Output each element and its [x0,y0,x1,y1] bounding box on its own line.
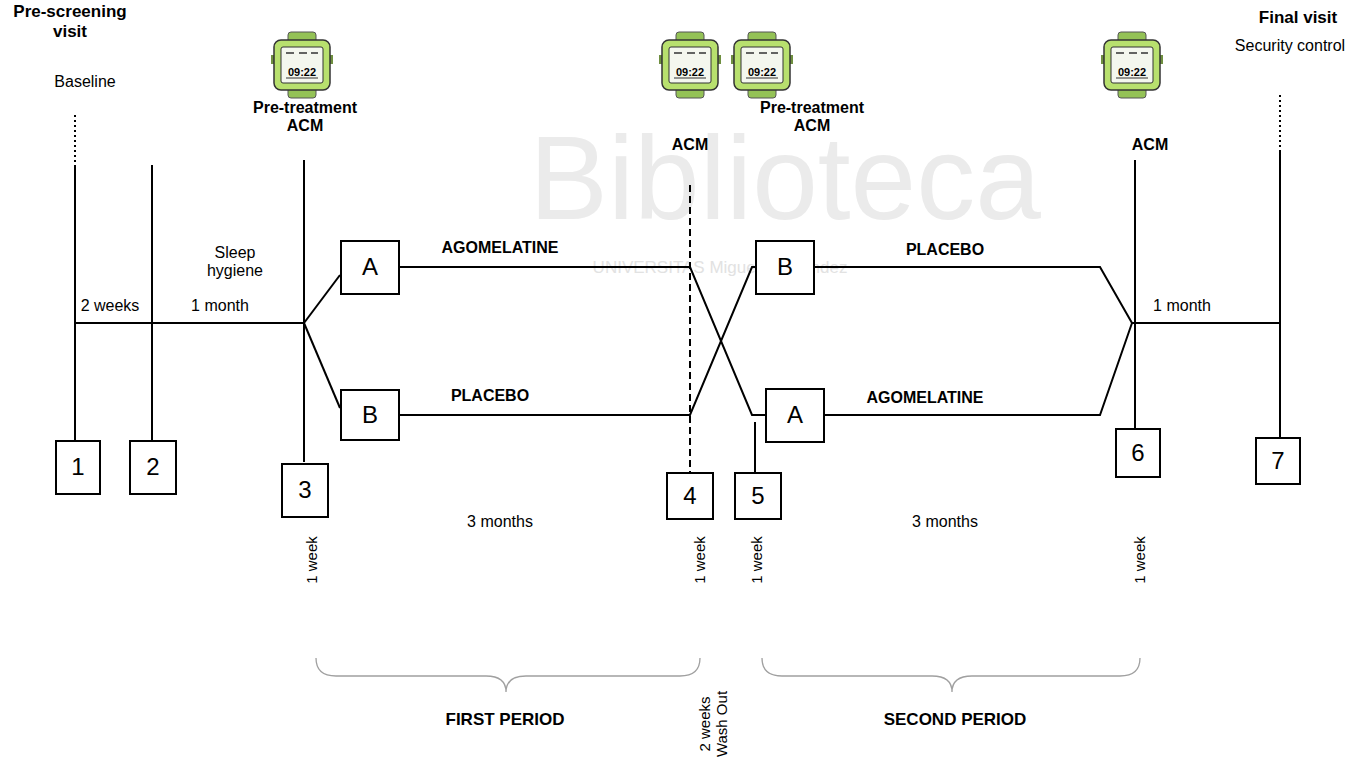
duration-label: 3 months [912,513,978,531]
visit-line [754,422,756,472]
visit-number: 7 [1255,437,1301,485]
visit-line [1279,95,1281,150]
treatment-box: A [340,240,400,295]
box-text: 5 [751,483,764,509]
visit-number: 3 [281,463,329,518]
box-text: B [362,402,378,428]
duration-label: 3 months [467,513,533,531]
watermark: Biblioteca [529,119,1041,237]
watch-display: 09:22 [676,66,704,79]
watch-display: 09:22 [1118,66,1146,79]
visit-subheading: Baseline [54,73,115,91]
treatment-line [815,267,1132,323]
visit-number: 6 [1115,428,1161,478]
visit-heading: Final visit [1259,8,1337,28]
box-text: A [787,402,803,428]
box-text: 6 [1131,440,1144,466]
box-text: B [777,254,793,280]
box-text: 2 [146,454,159,480]
timeline [75,322,304,324]
duration-label: 1 month [191,297,249,315]
visit-heading: Pre-screening visit [5,2,135,41]
visit-line [303,160,305,462]
measurement-label: ACM [1132,136,1168,154]
measurement-label: ACM [672,136,708,154]
watch-icon [271,32,333,98]
period-label: FIRST PERIOD [445,710,564,730]
watch-icon [1101,32,1163,98]
duration-label: 1 week [691,536,708,584]
visit-subheading: Security control [1235,37,1345,55]
box-text: 4 [683,483,696,509]
treatment-line [825,323,1132,415]
box-text: 1 [71,454,84,480]
measurement-label: Pre-treatment ACM [243,99,368,136]
visit-number: 2 [129,440,177,495]
phase-label: Sleep hygiene [195,244,275,281]
visit-number: 5 [734,472,782,520]
randomisation-branch [304,323,340,408]
period-brace [762,658,1140,692]
visit-number: 1 [55,440,101,495]
visit-number: 4 [666,472,714,520]
treatment-label: AGOMELATINE [866,389,983,407]
visit-line [74,165,76,440]
visit-line [1134,160,1136,428]
watch-display: 09:22 [288,66,316,79]
measurement-label: Pre-treatment ACM [750,99,875,136]
box-text: 7 [1271,448,1284,474]
visit-line [74,115,76,165]
period-label: SECOND PERIOD [884,710,1027,730]
duration-label: 1 week [303,536,320,584]
treatment-label: PLACEBO [448,387,532,405]
treatment-box: A [765,388,825,443]
visit-line [151,165,153,440]
box-text: 3 [298,477,311,503]
treatment-box: B [340,389,400,441]
treatment-box: B [755,240,815,295]
duration-label: 1 week [748,536,765,584]
box-text: A [362,254,378,280]
watch-icon [659,32,721,98]
timeline [1132,322,1280,324]
randomisation-branch [304,275,340,323]
duration-label: 1 month [1153,297,1211,315]
period-brace [316,658,700,692]
treatment-line [400,267,765,415]
treatment-label: PLACEBO [906,241,984,259]
watch-display: 09:22 [748,66,776,79]
washout-label: 2 weeks Wash Out [696,688,731,760]
duration-label: 2 weeks [81,297,140,315]
watch-icon [731,32,793,98]
duration-label: 1 week [1131,536,1148,584]
treatment-label: AGOMELATINE [438,239,561,257]
treatment-line [400,267,755,415]
visit-line [1279,150,1281,437]
